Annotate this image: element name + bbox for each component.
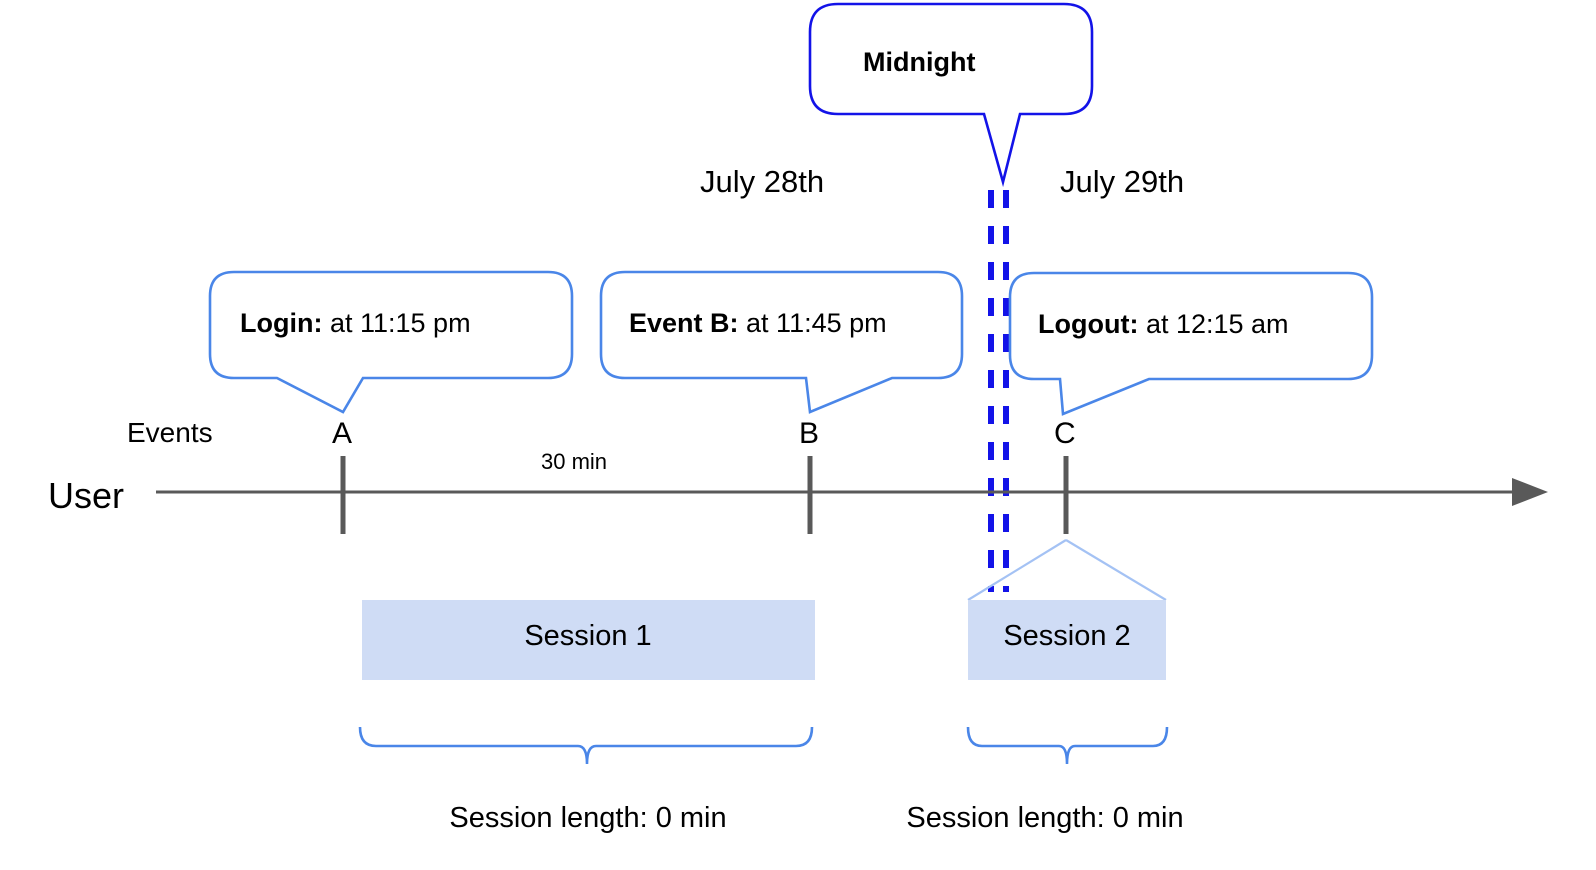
event-marker-label-c: C	[1054, 417, 1076, 450]
logout-callout-label: Logout: at 12:15 am	[1038, 309, 1289, 339]
logout-callout-title: Logout:	[1038, 309, 1138, 339]
event-b-callout-detail: at 11:45 pm	[739, 308, 887, 338]
session-2-bar-group: Session 2	[968, 600, 1166, 680]
midnight-callout: Midnight	[808, 2, 1094, 188]
login-callout: Login: at 11:15 pm	[208, 270, 574, 414]
events-row-label: Events	[127, 417, 213, 448]
interval-label-30min: 30 min	[541, 449, 607, 474]
session-2-connectors	[967, 539, 1167, 601]
date-label-july-29: July 29th	[1060, 164, 1184, 199]
session-2-label: Session 2	[1003, 620, 1130, 652]
midnight-callout-shape	[808, 2, 1094, 188]
session-1-length-label: Session length: 0 min	[449, 802, 726, 834]
session-1-bar	[362, 600, 815, 680]
logout-callout: Logout: at 12:15 am	[1008, 271, 1374, 416]
logout-callout-shape	[1008, 271, 1374, 416]
logout-callout-detail: at 12:15 am	[1138, 309, 1288, 339]
session-2-bar	[968, 600, 1166, 680]
session-2-length-label: Session length: 0 min	[906, 802, 1183, 834]
event-b-callout-label: Event B: at 11:45 pm	[629, 308, 887, 338]
date-label-july-28: July 28th	[700, 164, 824, 199]
event-marker-label-a: A	[332, 417, 352, 450]
midnight-divider-lines	[988, 190, 1009, 592]
session-1-brace	[358, 726, 814, 765]
event-b-callout-title: Event B:	[629, 308, 739, 338]
timeline-axis	[156, 456, 1548, 534]
event-marker-label-b: B	[799, 417, 819, 450]
login-callout-detail: at 11:15 pm	[322, 308, 470, 338]
user-row-label: User	[48, 475, 124, 516]
session-1-bar-group: Session 1	[362, 600, 815, 680]
session-2-brace	[966, 726, 1169, 765]
login-callout-title: Login:	[240, 308, 322, 338]
session-2-connector-left	[967, 539, 1067, 601]
midnight-callout-label: Midnight	[863, 47, 975, 77]
timeline-arrow-icon	[1512, 478, 1548, 506]
event-b-callout-shape	[599, 270, 964, 414]
session-2-connector-right	[1065, 539, 1167, 601]
session-1-label: Session 1	[524, 620, 651, 652]
login-callout-label: Login: at 11:15 pm	[240, 308, 471, 338]
event-b-callout: Event B: at 11:45 pm	[599, 270, 964, 414]
login-callout-shape	[208, 270, 574, 414]
